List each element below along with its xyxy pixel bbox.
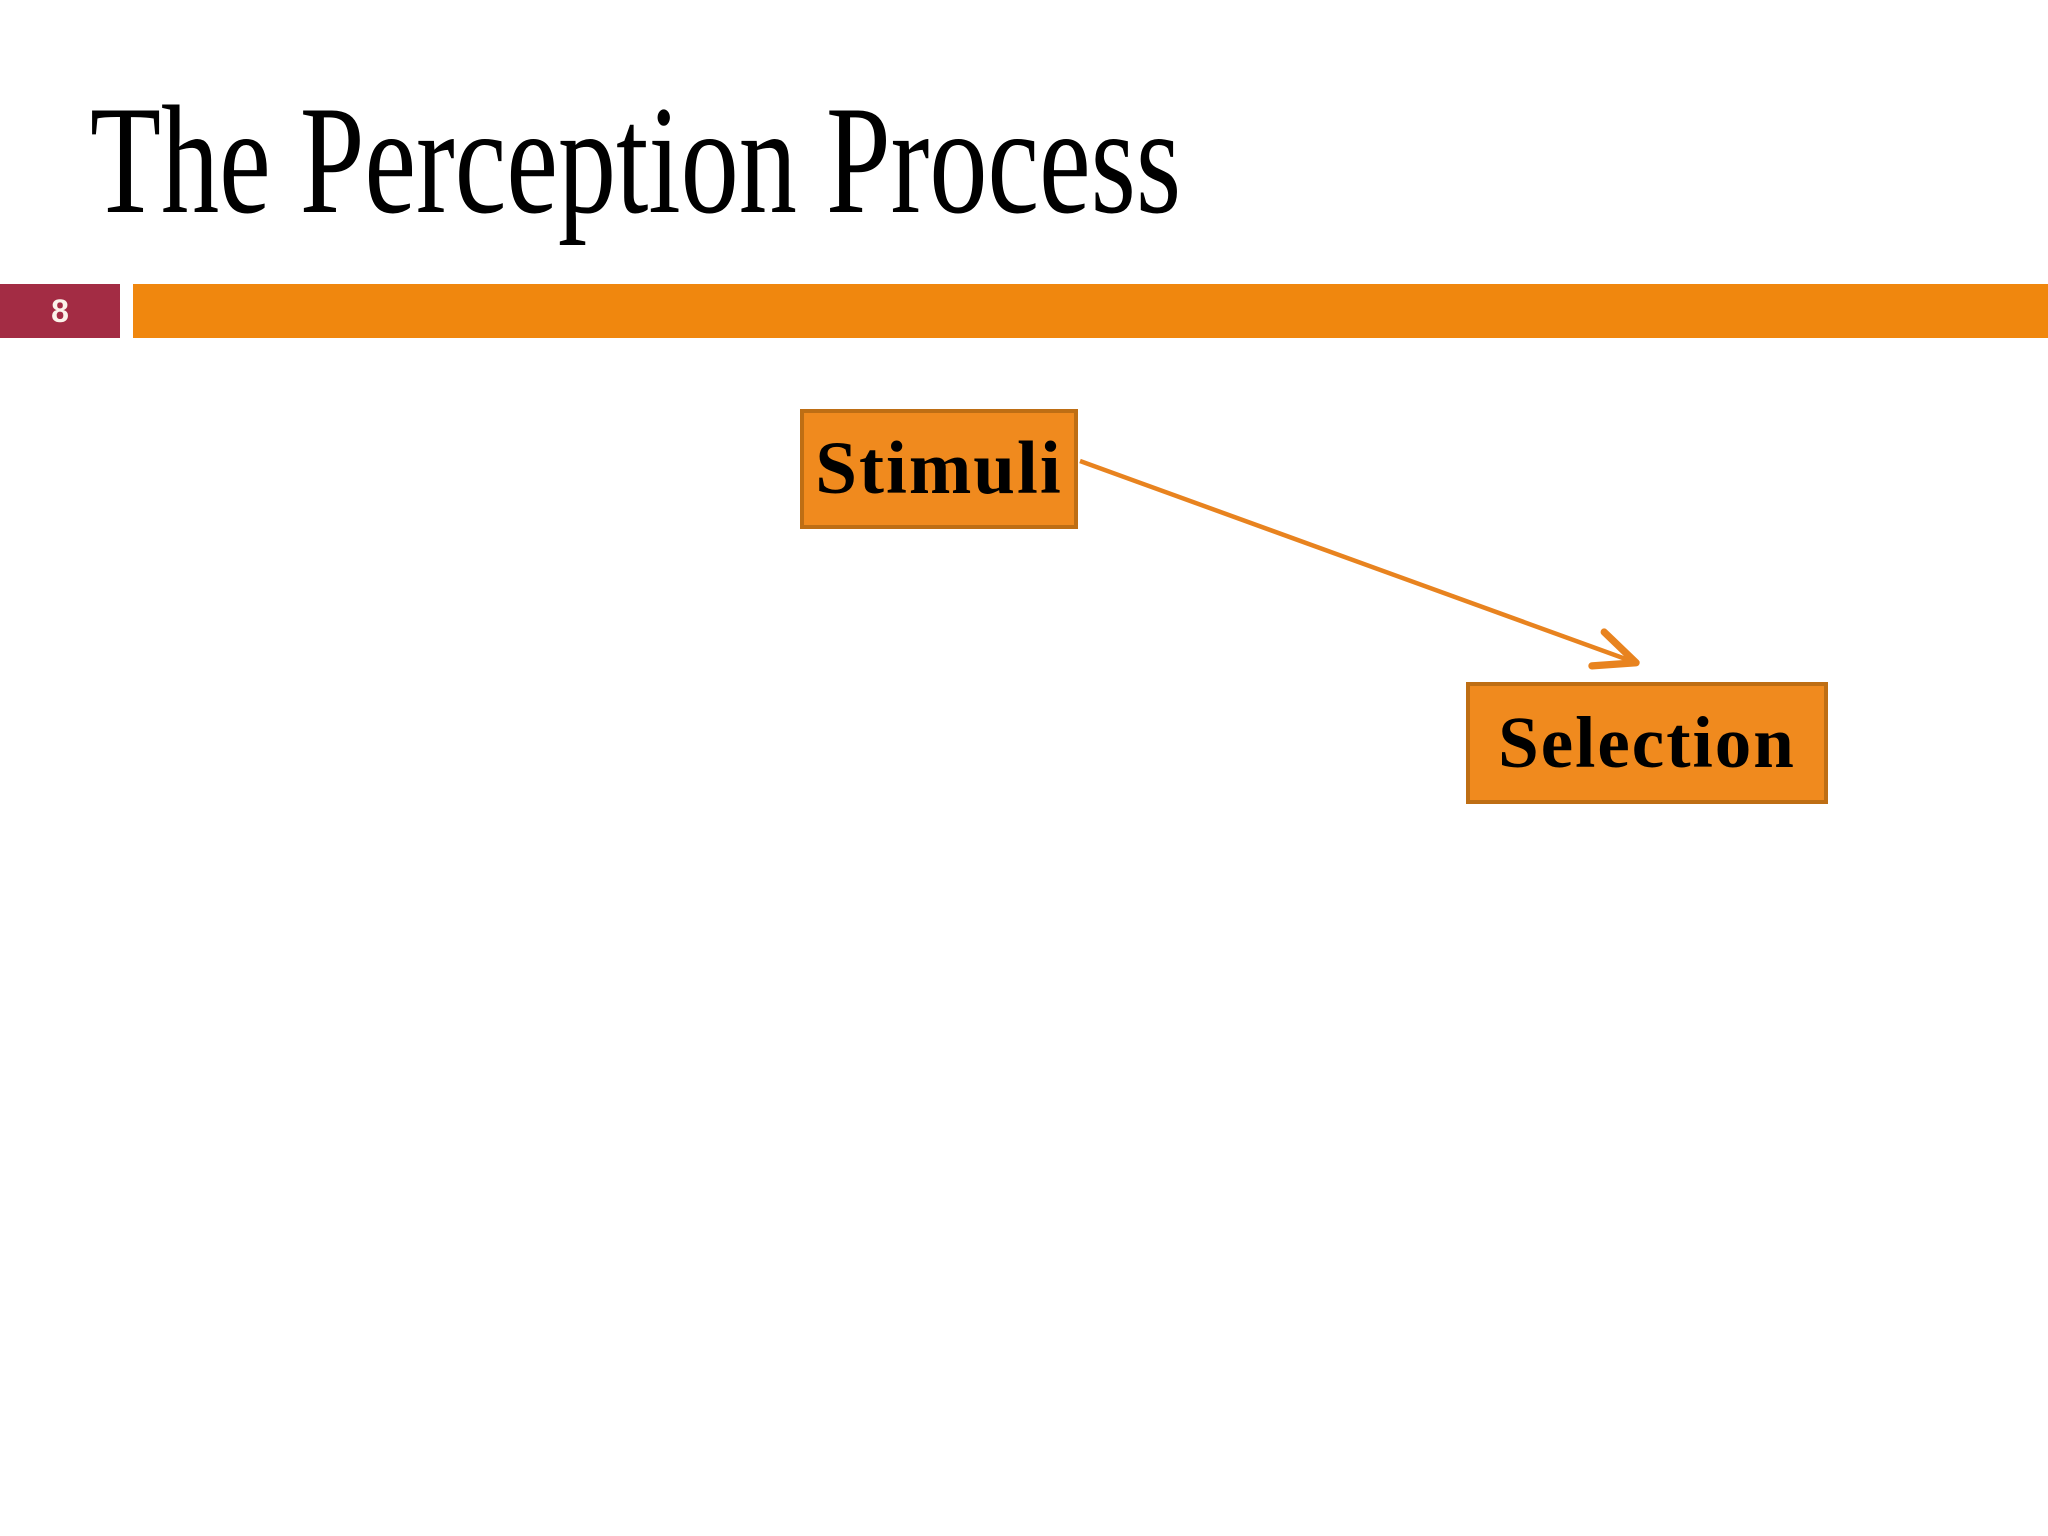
accent-bar [133, 284, 2048, 338]
slide-number-text: 8 [51, 292, 69, 329]
stimuli-node-label: Stimuli [815, 427, 1063, 510]
stimuli-node: Stimuli [800, 409, 1078, 529]
selection-node: Selection [1466, 682, 1828, 804]
slide-title: The Perception Process [90, 74, 1182, 246]
slide-number-badge: 8 [0, 284, 120, 338]
arrow-line [1079, 458, 1640, 670]
selection-node-label: Selection [1498, 702, 1796, 783]
